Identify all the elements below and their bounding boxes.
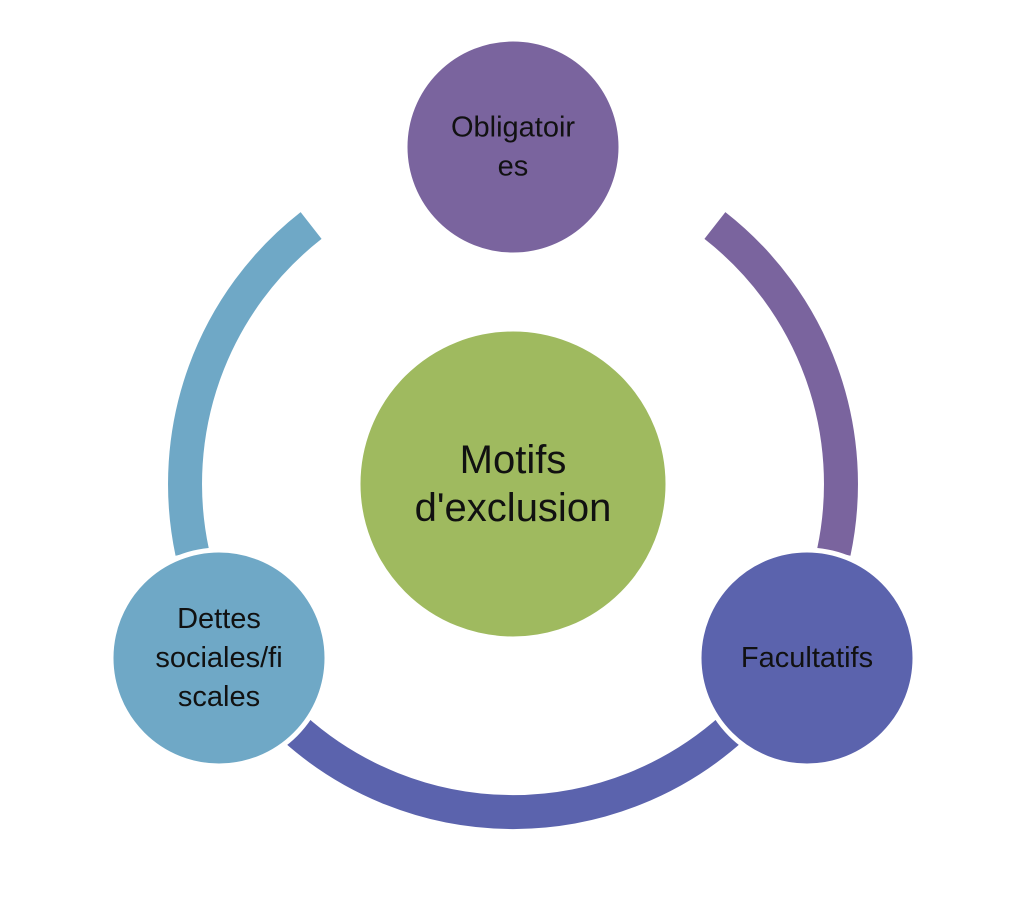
node-dettes-label-line: Dettes <box>177 603 261 635</box>
arc-obligatoires-to-facultatifs <box>704 212 858 556</box>
node-facultatifs-circle <box>696 547 918 769</box>
center-node-label-line: d'exclusion <box>415 486 612 530</box>
node-obligatoires-circle <box>402 36 624 258</box>
node-dettes: Dettes sociales/fi scales <box>108 547 330 769</box>
node-dettes-label-line: scales <box>178 681 260 713</box>
arc-facultatifs-to-dettes <box>282 715 744 830</box>
arc-dettes-to-obligatoires <box>168 212 322 556</box>
center-node-circle <box>355 326 671 642</box>
node-obligatoires: Obligatoir es <box>402 36 624 258</box>
node-dettes-label-line: sociales/fi <box>155 642 282 674</box>
node-dettes-circle <box>108 547 330 769</box>
node-obligatoires-label-line: es <box>498 151 529 183</box>
node-facultatifs-label-line: Facultatifs <box>741 642 873 674</box>
node-facultatifs: Facultatifs <box>696 547 918 769</box>
center-node-label-line: Motifs <box>460 438 567 482</box>
node-obligatoires-label-line: Obligatoir <box>451 112 575 144</box>
